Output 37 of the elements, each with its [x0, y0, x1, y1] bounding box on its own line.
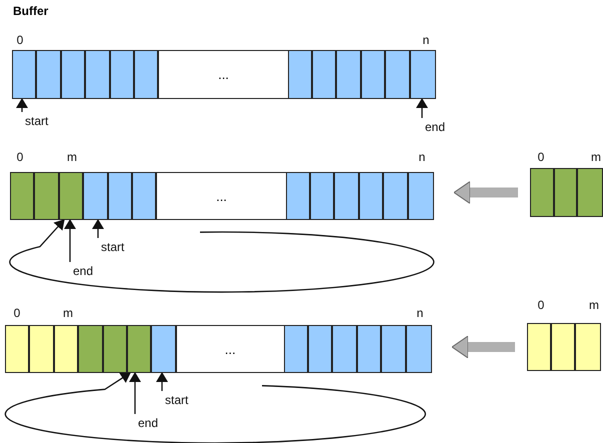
- index-label: m: [589, 298, 599, 312]
- data-block: [527, 323, 601, 371]
- pointer-arrow: [416, 98, 428, 118]
- index-label: 0: [16, 33, 24, 47]
- index-label: n: [418, 150, 426, 164]
- buffer-array: [10, 172, 434, 220]
- data-block: [530, 168, 603, 217]
- ellipsis-text: ...: [218, 67, 229, 82]
- insert-arrow: [452, 336, 515, 358]
- pointer-label: end: [68, 262, 102, 280]
- index-label: m: [591, 150, 601, 164]
- index-label: 0: [538, 150, 544, 164]
- buffer-array: [5, 325, 432, 373]
- index-label: 0: [16, 150, 24, 164]
- diagram-title: Buffer: [13, 4, 48, 18]
- buffer-array: [12, 50, 436, 99]
- index-label: 0: [14, 306, 20, 320]
- wrap-around-arrow: [9, 219, 433, 293]
- ellipsis-text: ...: [216, 188, 227, 204]
- wrap-around-arrow: [6, 372, 426, 443]
- index-label: 0: [538, 298, 544, 312]
- index-label: n: [422, 33, 430, 47]
- pointer-arrow: [16, 98, 28, 112]
- index-label: m: [63, 306, 73, 320]
- pointer-label: end: [133, 414, 167, 432]
- pointer-label: start: [20, 112, 60, 130]
- pointer-label: end: [420, 118, 452, 136]
- pointer-label: start: [96, 238, 136, 256]
- pointer-arrow: [129, 372, 141, 414]
- pointer-arrow: [156, 372, 168, 391]
- pointer-arrow: [92, 219, 104, 238]
- pointer-label: start: [160, 391, 200, 409]
- pointer-arrow: [64, 219, 76, 262]
- index-label: n: [416, 306, 424, 320]
- index-label: m: [67, 150, 77, 164]
- insert-arrow: [454, 181, 518, 204]
- ellipsis-text: ...: [224, 342, 236, 356]
